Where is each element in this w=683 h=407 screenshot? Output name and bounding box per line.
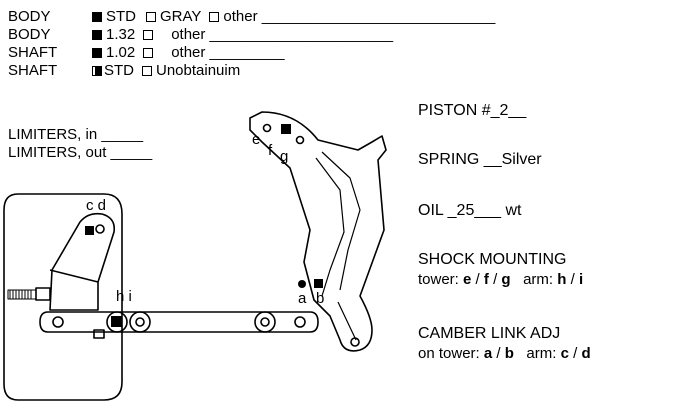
piston-field: PISTON #_2__: [418, 102, 527, 119]
camber-option-a: a: [483, 345, 493, 362]
camber-link-title: CAMBER LINK ADJ: [418, 325, 561, 342]
selected-hole-i: [111, 316, 122, 327]
separator: /: [493, 271, 498, 288]
row-label: SHAFT: [8, 62, 58, 79]
block-hole-d: [95, 224, 105, 234]
row-label: SHAFT: [8, 44, 58, 61]
arm-option-i: i: [578, 271, 584, 288]
tower-option-g: g: [501, 271, 511, 288]
axle-stub: [35, 287, 51, 301]
limiters-in: LIMITERS, in _____: [8, 126, 144, 143]
arm-option-h: h: [557, 271, 567, 288]
arm-hole: [260, 317, 270, 327]
label-g: g: [280, 148, 289, 165]
other-checkbox[interactable]: [209, 12, 220, 22]
shaft-type-row: SHAFT STD Unobtainuim: [8, 62, 240, 79]
tower-option-e: e: [463, 271, 472, 288]
tower-option-f: f: [483, 271, 489, 288]
shock-mounting-title: SHOCK MOUNTING: [418, 251, 567, 268]
label-a: a: [298, 290, 307, 307]
body-color-row: BODY STD GRAY other _______________________…: [8, 8, 495, 25]
selected-hole-f: [281, 124, 291, 134]
tower-hole: [262, 123, 272, 133]
body-length-row: BODY 1.32 other ______________________: [8, 26, 393, 43]
other-checkbox[interactable]: [143, 30, 154, 40]
steering-block-edge: [49, 269, 99, 283]
label-e: e: [252, 131, 261, 148]
separator: /: [475, 271, 480, 288]
selected-hole-a: [298, 280, 306, 288]
shaft-length-row: SHAFT 1.02 other _________: [8, 44, 285, 61]
std-checkbox[interactable]: [92, 66, 102, 76]
option-label: other ______________________: [171, 26, 394, 43]
separator: /: [570, 271, 575, 288]
other-checkbox[interactable]: [143, 48, 154, 58]
separator: /: [573, 345, 578, 362]
option-label: STD: [106, 8, 136, 25]
row-label: BODY: [8, 8, 51, 25]
selected-hole-b: [314, 279, 323, 288]
tower-label: tower:: [418, 271, 459, 288]
lower-arm: [39, 311, 319, 333]
arm-hole: [129, 311, 151, 333]
selected-hole-c: [85, 226, 94, 235]
tower-hole: [295, 135, 305, 145]
arm-label: arm:: [523, 271, 554, 288]
wheel-outline: [3, 193, 123, 401]
gray-checkbox[interactable]: [146, 12, 156, 22]
tower-hole: [350, 337, 360, 347]
separator: /: [496, 345, 501, 362]
arm-hole: [254, 311, 276, 333]
option-label: GRAY: [160, 8, 202, 25]
arm-hole: [106, 311, 128, 333]
label-f: f: [268, 142, 273, 159]
oil-field: OIL _25___ wt: [418, 202, 522, 219]
limiters-out: LIMITERS, out _____: [8, 144, 153, 161]
label-hi: h i: [116, 288, 132, 305]
unobtainuim-checkbox[interactable]: [142, 66, 152, 76]
option-label: other _________: [171, 44, 285, 61]
kingpin-lower: [93, 329, 105, 339]
camber-option-b: b: [504, 345, 514, 362]
length-checkbox[interactable]: [92, 30, 102, 40]
steering-block: [49, 212, 116, 311]
spring-field: SPRING __Silver: [418, 151, 542, 168]
option-label: other ____________________________: [223, 8, 496, 25]
on-tower-label: on tower:: [418, 345, 480, 362]
option-label: STD: [104, 62, 134, 79]
length-checkbox[interactable]: [92, 48, 102, 58]
arm-hole: [135, 317, 145, 327]
std-checkbox[interactable]: [92, 12, 102, 22]
shock-tower: [249, 111, 387, 352]
arm-hole: [52, 316, 64, 328]
label-cd: c d: [86, 197, 107, 214]
camber-option-c: c: [560, 345, 569, 362]
option-label: 1.32: [106, 26, 136, 43]
arm-label: arm:: [526, 345, 557, 362]
option-label: 1.02: [106, 44, 136, 61]
camber-option-d: d: [581, 345, 591, 362]
option-label: Unobtainuim: [156, 62, 241, 79]
label-b: b: [316, 290, 325, 307]
shock-mounting-values: tower: e / f / g arm: h / i: [418, 271, 583, 289]
arm-hole: [294, 316, 306, 328]
row-label: BODY: [8, 26, 51, 43]
camber-link-values: on tower: a / b arm: c / d: [418, 345, 591, 363]
